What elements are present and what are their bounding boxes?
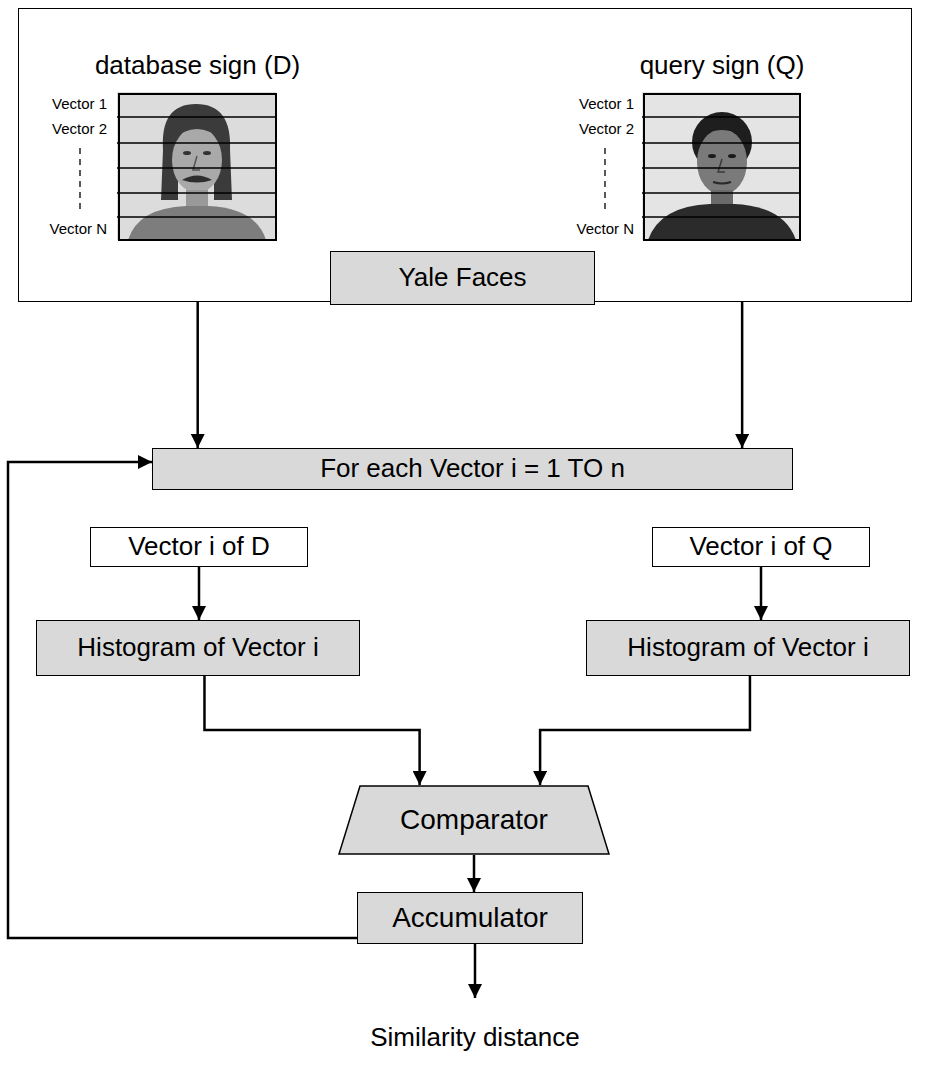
- process-box: Histogram of Vector i: [36, 620, 360, 676]
- vector-label: Vector 1: [494, 95, 634, 113]
- box-label: For each Vector i = 1 TO n: [320, 454, 625, 484]
- vector-label: Vector N: [0, 220, 107, 238]
- image-frame: database sign (D): [118, 93, 277, 241]
- panel-tab: Yale Faces: [330, 251, 595, 305]
- input-box: Vector i of D: [90, 527, 308, 567]
- vector-label: Vector 1: [0, 95, 107, 113]
- vector-rows: [117, 117, 800, 217]
- ellipsis-dashes: [80, 148, 605, 210]
- vector-label: Vector 2: [0, 120, 107, 138]
- process-box: Accumulator: [357, 892, 583, 944]
- loop-box: For each Vector i = 1 TO n: [152, 448, 793, 490]
- comparator-trapezoid: Comparator: [338, 785, 610, 855]
- flow-arrow: [204, 676, 419, 785]
- flow-arrow: [196, 302, 199, 448]
- output-label: Similarity distance: [370, 1022, 580, 1053]
- box-label: Histogram of Vector i: [77, 633, 318, 663]
- trapezoid-shape: [339, 786, 609, 854]
- box-label: Vector i of D: [128, 532, 270, 562]
- input-box: Vector i of Q: [652, 527, 870, 567]
- image-frame: query sign (Q): [643, 93, 801, 241]
- process-box: Histogram of Vector i: [586, 620, 910, 676]
- vector-label: Vector N: [494, 220, 634, 238]
- image-heading: query sign (Q): [640, 51, 805, 81]
- face-photo: [642, 92, 800, 240]
- face-photo: [117, 92, 276, 240]
- box-label: Vector i of Q: [689, 532, 832, 562]
- flow-arrow: [8, 462, 357, 938]
- dataset-panel: Yale Faces database sign (D) query sign (Q…: [18, 8, 912, 302]
- output-arrow: [474, 944, 477, 998]
- image-heading: database sign (D): [95, 51, 300, 81]
- flow-arrow: [760, 567, 763, 620]
- box-label: Accumulator: [392, 902, 548, 934]
- flow-arrow: [540, 676, 750, 785]
- box-label: Histogram of Vector i: [627, 633, 868, 663]
- flow-arrow: [741, 302, 744, 448]
- flow-arrow: [198, 567, 201, 620]
- vector-label: Vector 2: [494, 120, 634, 138]
- box-label: Comparator: [400, 804, 548, 836]
- flow-arrow: [473, 855, 476, 892]
